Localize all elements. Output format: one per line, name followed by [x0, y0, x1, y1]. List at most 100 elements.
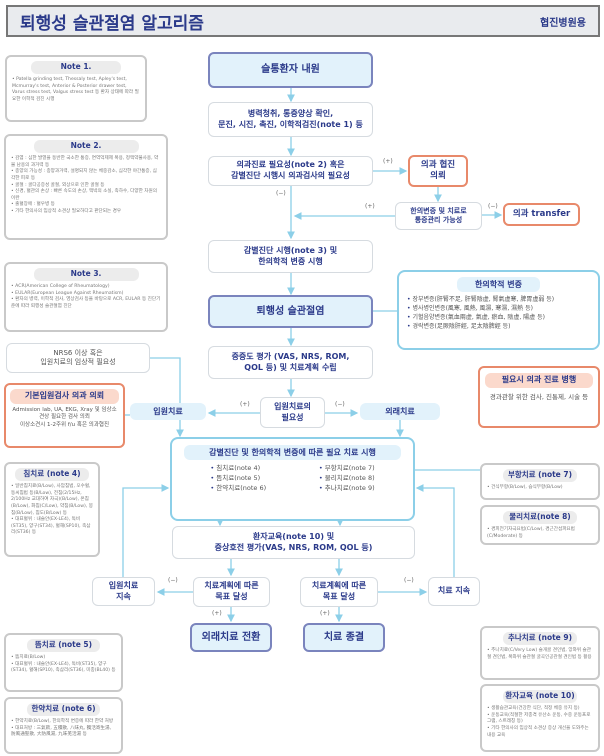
- note-item: 환자의 병력, 이학적 검사, 영상검사 등을 바탕으로 ACR, EULAR …: [11, 297, 161, 310]
- treatment-item: 침치료(note 4): [210, 464, 266, 474]
- note-title: 환자교육 (note 10): [502, 690, 578, 703]
- minus-label: (−): [335, 401, 345, 408]
- treatment-item: 부항치료(note 7): [319, 464, 375, 474]
- medical-parallel-box: 필요시 의과 진료 병행 경과관찰 위한 검사, 진통제, 시술 등: [478, 366, 600, 428]
- note-item: EULAR(European League Against Rheumatism…: [11, 291, 161, 298]
- admission-test-box: 기본입원검사 의과 의뢰 Admission lab, UA, EKG, Xra…: [4, 383, 125, 448]
- continue-treatment-box: 치료 지속: [428, 577, 480, 606]
- note-item: 감염 : 심한 발열을 동반한 국소한 통증, 면역억제제 복용, 정맥약물사용…: [11, 156, 161, 169]
- admission-title: 기본입원검사 의과 의뢰: [10, 389, 119, 404]
- pattern-item: 경락변증(足厥陰肝經, 足太陰脾經 등): [407, 322, 590, 331]
- note-5: 뜸치료 (note 5) 뜸치료(B/Low)대표혈위 : 내슬안(EX-LE4…: [4, 633, 123, 692]
- box-line: 감별진단 시행시 의과검사의 필요성: [231, 171, 350, 180]
- note-item: 대표혈위 : 내슬안(EX-LE4), 독비(ST35), 양구(ST34), …: [11, 662, 116, 675]
- note-item: 출혈장애 : 혈우병 등: [11, 202, 161, 209]
- treatment-item: 추나치료(note 9): [319, 484, 375, 494]
- box-line: 환자교육(note 10) 및: [252, 531, 335, 541]
- box-line: QOL 등) 및 치료계획 수립: [244, 362, 337, 372]
- history-exam-box: 병력청취, 통증양상 확인,문진, 시진, 촉진, 이학적검진(note 1) …: [208, 102, 373, 137]
- treatment-item: 뜸치료(note 5): [210, 474, 266, 484]
- medical-parallel-item: 경과관찰 위한 검사, 진통제, 시술 등: [489, 392, 589, 401]
- medical-transfer-box: 의과 transfer: [503, 203, 580, 226]
- end-treatment-box: 치료 종결: [303, 623, 385, 652]
- switch-outpatient-box: 외래치료 전환: [190, 623, 272, 652]
- note-title: Note 2.: [33, 140, 139, 153]
- plus-label: (+): [383, 158, 393, 165]
- note-item: ACR(American College of Rheumatology): [11, 284, 161, 291]
- note-title: 추나치료 (note 9): [502, 632, 578, 645]
- note-item: 추나치료(C/Very Low) 슬개골 견인법, 앙와위 슬관절 견인법, 복…: [487, 648, 593, 661]
- pattern-title: 한의학적 변증: [457, 277, 540, 292]
- note-item: 신경, 혈관의 손상 : 빠른 속도의 손상, 맥박의 소실, 족하수, 다양한…: [11, 189, 161, 202]
- diagnosis-box: 퇴행성 슬관절염: [208, 295, 373, 328]
- minus-label: (−): [488, 203, 498, 210]
- note-title: 한약치료 (note 6): [26, 703, 101, 716]
- pattern-item: 기혈음양변증(氣血兩虛, 氣虛, 瘀血, 陰虛, 陽虛 등): [407, 313, 590, 322]
- minus-label: (−): [168, 577, 178, 584]
- note-title: 부항치료 (note 7): [502, 469, 578, 482]
- note-item: 일반침치료(B/Low), 사암침법, 오수혈, 동씨침법 등(B/Low), …: [11, 484, 93, 517]
- box-line: 입원치료: [108, 580, 139, 590]
- minus-label: (−): [276, 190, 286, 197]
- note-item: 대표혈위 : 내슬안(EX-LE4), 독비(ST35), 양구(ST34), …: [11, 517, 93, 537]
- note-item: 기타 한의사의 임상적 소견상 증상 개선을 도와주는 내용 교육: [487, 726, 593, 739]
- note-9: 추나치료 (note 9) 추나치료(C/Very Low) 슬개골 견인법, …: [480, 626, 600, 680]
- note-item: 종양의 가능성 : 종양과거력, 설명되지 않는 체중감소, 심각한 야간통증,…: [11, 169, 161, 182]
- box-line: 한의학적 변증 시행: [258, 256, 323, 266]
- box-line: 입원치료의: [274, 401, 311, 411]
- note-title: Note 1.: [31, 61, 121, 74]
- note-2: Note 2. 감염 : 심한 발열을 동반한 국소한 통증, 면역억제제 복용…: [4, 134, 168, 240]
- note-item: 뜸치료(B/Low): [11, 655, 116, 662]
- plus-label: (+): [212, 610, 222, 617]
- inpatient-pill: 입원치료: [130, 403, 206, 420]
- note-item: 경피전기자극요법(C/Low), 경근간섭파요법(C/Moderate) 등: [487, 527, 593, 540]
- plus-label: (+): [240, 401, 250, 408]
- page-subtitle: 협진병원용: [540, 17, 586, 29]
- pattern-item: 장부변증(肝腎不足, 肝腎陰虛, 腎氣虛寒, 脾胃虛弱 등): [407, 295, 590, 304]
- box-line: 목표 달성: [215, 592, 248, 601]
- note-title: Note 3.: [33, 268, 139, 281]
- box-line: 감별진단 시행(note 3) 및: [243, 245, 338, 255]
- note-item: 한약치료(B/Low), 한의학적 변증에 따라 한약 처방: [11, 719, 116, 726]
- box-line: 증상호전 평가(VAS, NRS, ROM, QOL 등): [214, 542, 373, 552]
- note-item: Patella grinding test, Thessaly test, Ap…: [12, 77, 140, 104]
- outpatient-pill: 외래치료: [360, 403, 440, 420]
- note-item: 생활습관교육(건강한 식단, 적정 체중 유지 등): [487, 706, 593, 713]
- note-4: 침치료 (note 4) 일반침치료(B/Low), 사암침법, 오수혈, 동씨…: [4, 462, 100, 557]
- box-line: 의과진료 필요성(note 2) 혹은: [236, 160, 345, 170]
- note-10: 환자교육 (note 10) 생활습관교육(건강한 식단, 적정 체중 유지 등…: [480, 684, 600, 752]
- treatment-box: 감별진단 및 한의학적 변증에 따른 필요 치료 시행 침치료(note 4)뜸…: [170, 437, 415, 521]
- admission-item: Admission lab, UA, EKG, Xray 및 임상소견상 필요한…: [12, 406, 117, 421]
- treatment-item: 물리치료(note 8): [319, 474, 375, 484]
- note-item: 건식부항(B/Low), 습식부항(B/Low): [487, 485, 593, 492]
- page-header: 퇴행성 슬관절염 알고리즘 협진병원용: [6, 5, 600, 37]
- box-line: NRS6 이상 혹은: [53, 348, 103, 357]
- pattern-identification-box: 한의학적 변증 장부변증(肝腎不足, 肝腎陰虛, 腎氣虛寒, 脾胃虛弱 등) 병…: [397, 270, 600, 350]
- plus-label: (+): [320, 610, 330, 617]
- note-item: 운동교육(적절한 저충격 유산소 운동, 수중 운동프로그램, 스트레칭 등): [487, 713, 593, 726]
- note-title: 침치료 (note 4): [15, 468, 89, 481]
- severity-assessment-box: 중증도 평가 (VAS, NRS, ROM,QOL 등) 및 치료계획 수립: [208, 346, 373, 379]
- admission-item: 이상소견시 1-2주위 f/u 혹은 의과협진: [19, 422, 110, 429]
- pattern-item: 병사병인변증(風寒, 風熱, 風濕, 寒濕, 濕熱 등): [407, 304, 590, 313]
- box-line: 통증관리 가능성: [414, 216, 463, 224]
- box-line: 의과 협진: [420, 159, 456, 170]
- note-1: Note 1. Patella grinding test, Thessaly …: [5, 55, 147, 122]
- medical-parallel-title: 필요시 의과 진료 병행: [485, 373, 593, 388]
- patient-visit-box: 슬통환자 내원: [208, 52, 373, 88]
- note-item: 골절 : 골다공증성 골절, 외상으로 인한 골절 등: [11, 183, 161, 190]
- box-line: 필요성: [281, 412, 304, 422]
- box-line: 한의변증 및 치료로: [410, 206, 467, 215]
- treatment-title: 감별진단 및 한의학적 변증에 따른 필요 치료 시행: [184, 445, 401, 460]
- box-line: 병력청취, 통증양상 확인,: [247, 108, 334, 118]
